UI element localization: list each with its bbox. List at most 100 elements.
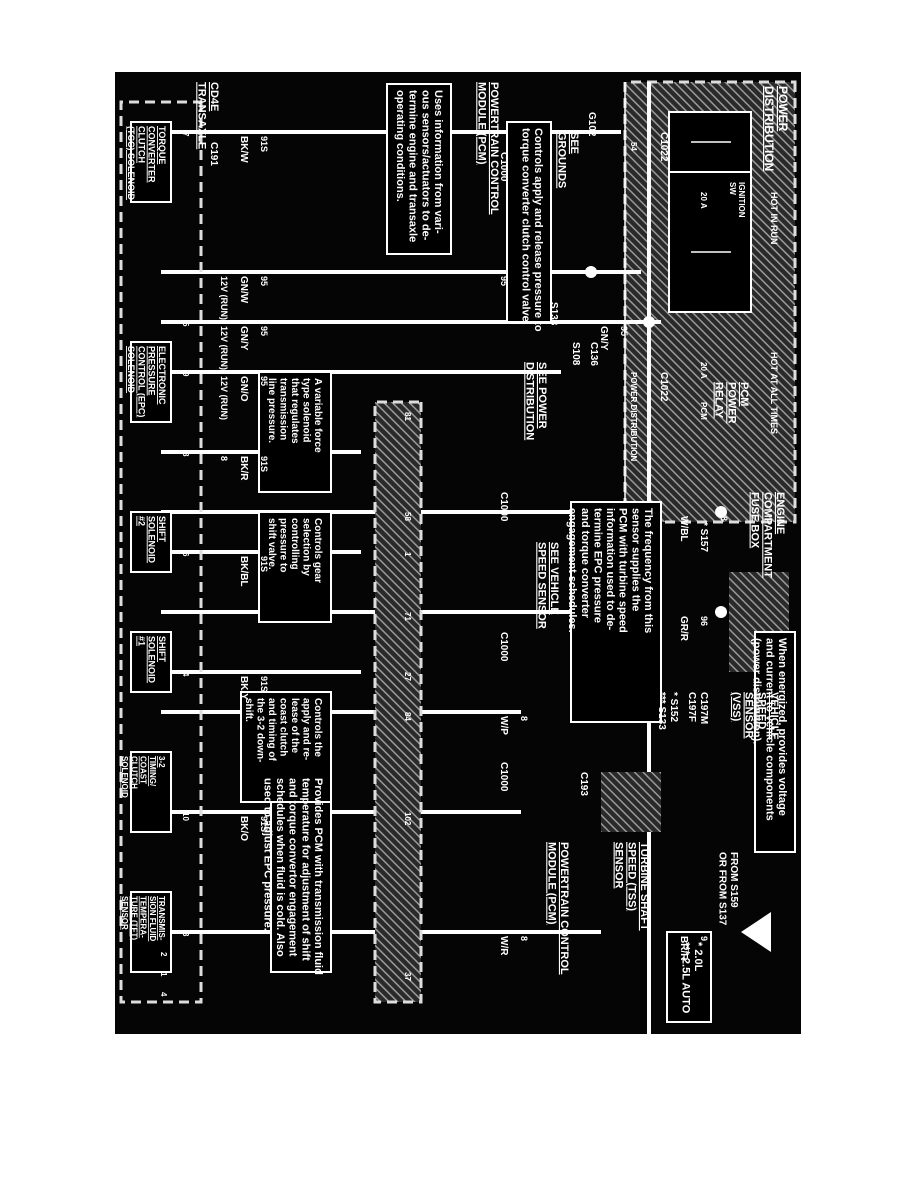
callout-energized-text: When energized, provides voltageand curr… bbox=[751, 638, 788, 821]
transaxle-block bbox=[119, 100, 203, 1004]
coast-clutch-label: 3-2TIMING/COASTCLUTCHSOLENOID bbox=[120, 756, 166, 798]
circuit-number-label: 91S bbox=[259, 816, 269, 832]
circuit-number-label: 95 bbox=[259, 276, 269, 286]
legend-box bbox=[666, 931, 712, 1023]
hot-in-run-label: HOT IN RUN bbox=[769, 192, 779, 245]
tcc-solenoid-box bbox=[130, 121, 172, 203]
tss-label: TURBINE SHAFTSPEED (TSS)SENSOR bbox=[613, 842, 650, 931]
fuse-20a-pcm: 20 A bbox=[699, 362, 708, 379]
pin-number: 9 bbox=[181, 372, 190, 377]
callout-gear-text: Controls gearselection bycontrollingpres… bbox=[266, 518, 323, 583]
circuit-number-label: 91S bbox=[259, 556, 269, 572]
callout-tss-box bbox=[570, 501, 662, 723]
circuit-number-label: 8 bbox=[719, 516, 729, 521]
see-power-distribution-label: SEE POWERDISTRIBUTION bbox=[523, 362, 548, 440]
pin-number: 81 bbox=[403, 412, 412, 421]
pin-number: 58 bbox=[403, 512, 412, 521]
pin-number: 37 bbox=[403, 972, 412, 981]
circuit-number-label: 91S bbox=[259, 456, 269, 472]
callout-pcm-uses-box bbox=[386, 83, 452, 255]
wire-color-label: BK/O bbox=[238, 816, 249, 841]
pin-number: 4 bbox=[181, 672, 190, 677]
c136-label: C136 bbox=[588, 342, 599, 366]
pin-number: 54 bbox=[629, 142, 638, 151]
c197m-label: C197M bbox=[698, 692, 709, 724]
wire-color-label: GR/R bbox=[678, 616, 689, 642]
splice-s152 bbox=[715, 606, 727, 618]
wire-color-label: GN/O bbox=[238, 376, 249, 402]
s152-label: * S152 bbox=[668, 692, 679, 722]
c1000-c-label: C1000 bbox=[498, 632, 509, 662]
circuit-number-label: 12V (RUN) bbox=[219, 326, 229, 370]
callout-32-text: Controls theapply and re-lease of thecoa… bbox=[243, 698, 323, 762]
callout-tft-text: Provides PCM with transmission fluidtemp… bbox=[261, 778, 324, 975]
callout-gear-box bbox=[258, 511, 332, 623]
see-grounds-label: SEEGROUNDS bbox=[555, 132, 580, 188]
wire-color-label: W/R bbox=[498, 936, 509, 956]
callout-tss-text: The frequency from thissensor supplies t… bbox=[566, 508, 654, 633]
pcm-connector-bar bbox=[375, 402, 421, 1002]
c197f-label: C197F bbox=[686, 692, 697, 722]
tss-sensor bbox=[601, 772, 661, 832]
pcm-right-label: POWERTRAIN CONTROLMODULE (PCM) bbox=[545, 842, 570, 975]
see-vss-label: SEE VEHICLESPEED SENSOR bbox=[535, 542, 560, 629]
circuit-number-label: 95 bbox=[499, 276, 509, 286]
callout-tcc-box bbox=[506, 121, 552, 323]
wire-color-label: GN/W bbox=[238, 276, 249, 304]
pin-number: 5 bbox=[181, 322, 190, 327]
s133b-label: *** S133 bbox=[656, 692, 667, 730]
engine-compartment-fuse-box-label: ENGINECOMPARTMENTFUSE BOX bbox=[749, 492, 786, 578]
circuit-number-label: 91S bbox=[259, 136, 269, 152]
tcc-solenoid-label: TORQUECONVERTERCLUTCH(TCC) SOLENOID bbox=[126, 126, 167, 200]
c1022-right: C1022 bbox=[658, 372, 669, 402]
splice-s108 bbox=[585, 266, 597, 278]
callout-energized-box bbox=[754, 631, 796, 853]
pin-number: 102 bbox=[403, 812, 412, 826]
power-distribution-small: POWER DISTRIBUTION bbox=[629, 372, 638, 462]
pin-number: 8 bbox=[181, 452, 190, 457]
epc-solenoid-label: ELECTRONICPRESSURECONTROL (EPC)SOLENOID bbox=[126, 346, 167, 417]
pin-number: 6 bbox=[181, 552, 190, 557]
pcm-fuse-label: PCM bbox=[699, 402, 708, 420]
pin-number: 7 bbox=[181, 132, 190, 137]
c1000-d-label: C1000 bbox=[498, 762, 509, 792]
c191-label: C191 bbox=[208, 142, 219, 166]
g102-label: G102 bbox=[586, 112, 597, 137]
pin-number: 27 bbox=[403, 672, 412, 681]
circuit-number-label: 96 bbox=[699, 616, 709, 626]
circuit-number-label: 91S bbox=[259, 676, 269, 692]
circuit-number-label: 8 bbox=[519, 936, 529, 941]
pin-number: 4 bbox=[159, 992, 168, 997]
from-s159-arrow bbox=[741, 912, 771, 952]
wire-color-label: BK/W bbox=[238, 136, 249, 163]
pcm-power-relay-label: PCMPOWERRELAY bbox=[713, 382, 750, 424]
ss1-box bbox=[130, 631, 172, 693]
from-s159-label: FROM S159OR FROM S137 bbox=[717, 852, 740, 926]
pin-number: 1 bbox=[403, 552, 412, 557]
pcm-left-label: POWERTRAIN CONTROLMODULE (PCM) bbox=[475, 82, 500, 215]
c1022-left: C1022 bbox=[658, 132, 669, 162]
callout-epc-text: A variable forcetype solenoidthat regula… bbox=[266, 378, 323, 453]
coast-clutch-box bbox=[130, 751, 172, 833]
circuit-number-label: 12V (RUN) bbox=[219, 376, 229, 420]
circuit-number-label: 95 bbox=[259, 376, 269, 386]
callout-tcc-text: Controls apply and release pressure toto… bbox=[519, 128, 544, 332]
wire-color-label: BK/Y bbox=[238, 676, 249, 700]
circuit-number-label: 95 bbox=[259, 326, 269, 336]
circuit-number-label: 8 bbox=[219, 456, 229, 461]
cd4e-label: CD4ETRANSAXLE bbox=[195, 82, 220, 149]
pin-number: 2 bbox=[159, 952, 168, 957]
callout-epc-box bbox=[258, 371, 332, 493]
circuit-number-label: 95 bbox=[619, 326, 629, 336]
hot-at-all-times-label: HOT AT ALL TIMES bbox=[769, 352, 779, 434]
pin-number: 1 bbox=[159, 972, 168, 977]
tft-sensor-label: TRANSMIS-SION FLUIDTEMPERA-TURE (TFT)SEN… bbox=[120, 896, 166, 942]
wire-color-label: GN/Y bbox=[238, 326, 249, 351]
ss2-label: SHIFTSOLENOID#2 bbox=[136, 516, 167, 564]
circuit-number-label: 8 bbox=[519, 716, 529, 721]
splice-s157 bbox=[715, 506, 727, 518]
